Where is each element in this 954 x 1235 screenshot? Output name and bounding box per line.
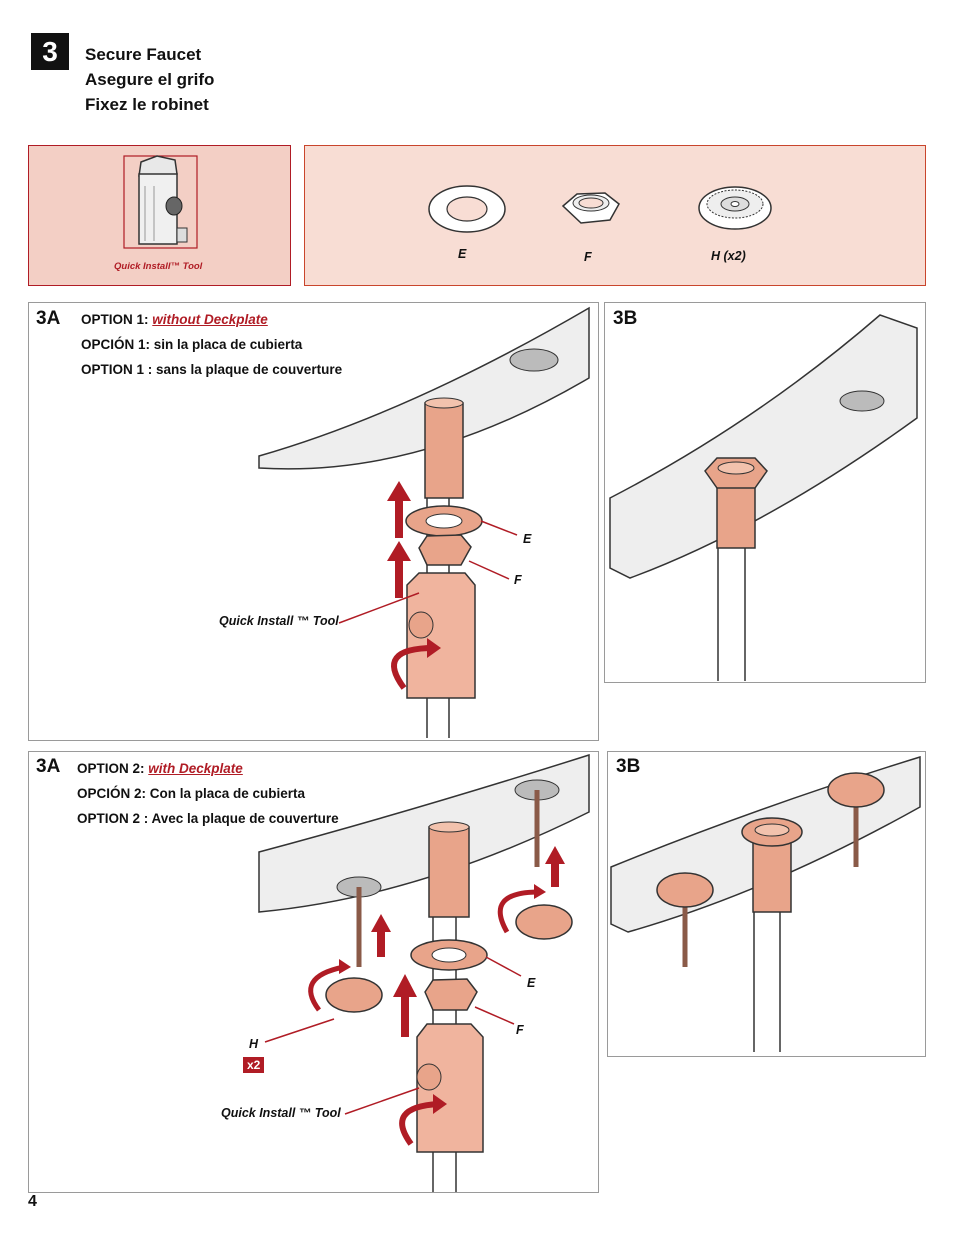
- option2-callout-e: E: [527, 976, 536, 990]
- option1-result-label: 3B: [613, 308, 638, 329]
- quick-install-tool-icon: [123, 155, 198, 249]
- option1-line2: OPCIÓN 1: sin la placa de cubierta: [81, 337, 303, 352]
- option2-callout-h: H: [249, 1037, 259, 1051]
- part-label-e: E: [458, 247, 467, 261]
- option1-prefix: OPTION 1:: [81, 312, 149, 327]
- option2-line3: OPTION 2 : Avec la plaque de couverture: [77, 811, 339, 826]
- option1-illustration: [258, 306, 590, 738]
- option1-line3: OPTION 1 : sans la plaque de couverture: [81, 362, 343, 377]
- nut-f-icon: [561, 192, 620, 224]
- option2-callout-f: F: [516, 1023, 524, 1037]
- option2-callout-tool: Quick Install ™ Tool: [221, 1106, 341, 1120]
- page-number: 4: [28, 1193, 37, 1210]
- option1-callout-f: F: [514, 573, 522, 587]
- step-number-badge: 3: [31, 33, 69, 70]
- option2-result-panel: 3B: [607, 751, 926, 1057]
- option2-illustration: [258, 753, 590, 1192]
- option1-step-label: 3A: [36, 308, 61, 329]
- option2-prefix: OPTION 2:: [77, 761, 145, 776]
- option2-result-label: 3B: [616, 756, 641, 777]
- part-label-f: F: [584, 250, 592, 264]
- option1-callout-tool: Quick Install ™ Tool: [219, 614, 339, 628]
- title-fr: Fixez le robinet: [85, 95, 209, 114]
- option2-line2: OPCIÓN 2: Con la placa de cubierta: [77, 786, 306, 801]
- option1-result-illustration: [609, 314, 918, 681]
- title-es: Asegure el grifo: [85, 70, 215, 89]
- option1-line1: OPTION 1: without Deckplate: [81, 312, 268, 327]
- option2-line1: OPTION 2: with Deckplate: [77, 761, 243, 776]
- step-titles: Secure Faucet Asegure el grifo Fixez le …: [85, 42, 214, 117]
- part-label-h: H (x2): [711, 249, 746, 263]
- nut-h-icon: [698, 186, 772, 230]
- option2-install-panel: 3A OPTION 2: with Deckplate OPCIÓN 2: Co…: [28, 751, 599, 1193]
- tool-caption: Quick Install™ Tool: [114, 261, 203, 272]
- option1-callout-e: E: [523, 532, 532, 546]
- option2-step-label: 3A: [36, 756, 61, 777]
- option2-result-illustration: [610, 755, 921, 1052]
- option2-callout-h-quantity: x2: [243, 1057, 265, 1073]
- option1-install-panel: 3A OPTION 1: without Deckplate OPCIÓN 1:…: [28, 302, 599, 741]
- quick-install-tool-box: Quick Install™ Tool: [28, 145, 291, 286]
- washer-e-icon: [428, 185, 506, 233]
- title-en: Secure Faucet: [85, 45, 202, 64]
- option1-result-panel: 3B: [604, 302, 926, 683]
- option1-emphasis: without Deckplate: [152, 312, 268, 327]
- parts-box: E F H (x2): [304, 145, 926, 286]
- option2-emphasis: with Deckplate: [148, 761, 243, 776]
